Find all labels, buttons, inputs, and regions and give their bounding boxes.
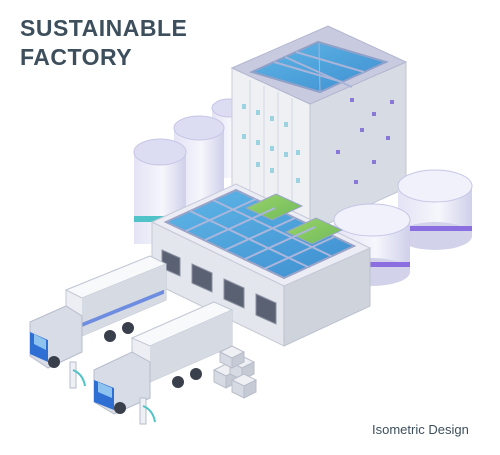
storage-tank-icon <box>397 169 473 250</box>
title-line-2: FACTORY <box>20 44 133 70</box>
title-line-1: SUSTAINABLE <box>20 15 188 41</box>
solar-panel-icon <box>163 188 357 280</box>
factory-building <box>150 183 372 347</box>
truck-icon <box>29 255 168 369</box>
truck-icon <box>93 301 234 415</box>
caption: Isometric Design <box>372 422 469 437</box>
solar-panel-icon <box>249 40 389 94</box>
storage-tank-icon <box>333 203 411 286</box>
cargo-boxes-icon <box>212 345 258 399</box>
page-title: SUSTAINABLE FACTORY <box>20 14 187 72</box>
ev-charger-icon <box>69 361 86 389</box>
ev-charger-icon <box>139 397 156 425</box>
